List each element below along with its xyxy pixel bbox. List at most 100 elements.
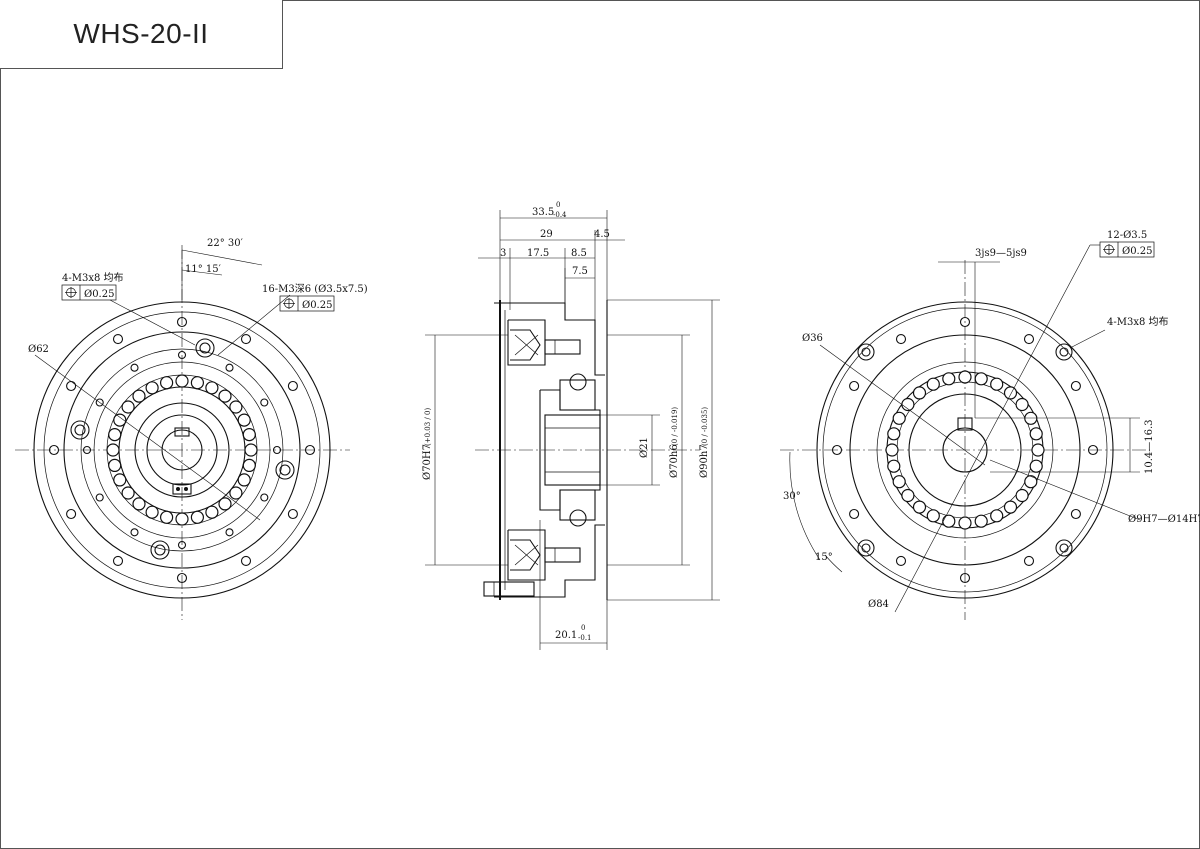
bolt-hole	[1070, 380, 1081, 392]
bearing-ball	[108, 458, 122, 472]
bearing-ball	[237, 413, 251, 427]
right-tol-1: Ø0.25	[1122, 246, 1152, 257]
right-rear-view: 3js9—5js9 12-Ø3.5 Ø0.25 4-M3x8 均布 Ø36 10…	[780, 230, 1200, 620]
dia-70h6: Ø70h6	[669, 444, 680, 478]
bolt-hole	[304, 444, 316, 456]
bearing-ball	[218, 497, 232, 511]
bearing-ball	[885, 443, 899, 457]
bolt-hole	[176, 572, 188, 584]
bearing-ball	[990, 509, 1004, 523]
left-angle-1: 22° 30′	[207, 238, 244, 249]
bolt-hole	[287, 380, 298, 392]
bearing-ball	[1015, 488, 1029, 503]
bolt-hole	[225, 363, 234, 372]
bearing-ball	[912, 386, 927, 400]
left-angle-2: 11° 15′	[185, 264, 222, 275]
dim-8-5: 8.5	[571, 248, 587, 259]
left-hole-note-2: 16-M3深6 (Ø3.5x7.5)	[262, 283, 368, 295]
bearing-ball	[926, 509, 940, 523]
bearing-ball	[160, 510, 174, 524]
bearing-ball	[1003, 386, 1018, 400]
bearing-ball	[132, 497, 146, 511]
bearing-ball	[242, 428, 256, 442]
bearing-ball	[121, 486, 135, 500]
bolt-hole	[66, 508, 77, 520]
bolt-hole	[66, 380, 77, 392]
bearing-ball	[121, 400, 135, 414]
bearing-ball	[113, 473, 127, 487]
bearing-ball	[108, 428, 122, 442]
bearing-ball	[942, 514, 956, 528]
bearing-ball	[205, 381, 219, 395]
bearing-ball	[145, 505, 159, 519]
right-dia-84: Ø84	[868, 599, 889, 610]
left-dia-62: Ø62	[28, 344, 49, 355]
bearing-ball	[242, 458, 256, 472]
dia-21: Ø21	[639, 437, 650, 458]
bolt-hole	[849, 380, 860, 392]
bolt-hole	[1023, 334, 1035, 345]
bolt-hole	[959, 316, 971, 328]
bolt-hole	[1023, 555, 1035, 566]
bearing-ball	[1029, 427, 1043, 441]
left-mid-holes	[82, 350, 282, 550]
left-front-view: 22° 30′ 11° 15′ 4-M3x8 均布 Ø0.25 16-M3深6 …	[15, 238, 368, 620]
bearing-ball	[175, 512, 189, 526]
bearing-ball	[190, 376, 204, 390]
right-dim-key: 10.4—16.3	[1144, 419, 1155, 474]
right-hole-note-1: 12-Ø3.5	[1107, 230, 1147, 241]
bearing-ball	[887, 459, 901, 473]
right-bore-note: Ø9H7—Ø14H7	[1128, 514, 1200, 525]
left-bearing-balls	[106, 374, 258, 526]
left-tol-2: Ø0.25	[302, 300, 332, 311]
dim-total: 33.5	[532, 207, 554, 218]
dia-70H7: Ø70H7	[422, 444, 433, 480]
left-outer-holes	[48, 316, 316, 584]
bolt-hole	[225, 528, 234, 537]
left-hole-note-1: 4-M3x8 均布	[62, 272, 124, 284]
right-fit-note: 3js9—5js9	[975, 248, 1027, 259]
bolt-hole	[240, 334, 252, 345]
dim-7-5: 7.5	[572, 266, 588, 277]
bearing-ball	[205, 505, 219, 519]
bearing-ball	[974, 372, 988, 386]
bolt-hole	[260, 398, 269, 407]
right-outer-holes	[831, 316, 1099, 584]
bearing-ball	[145, 381, 159, 395]
right-angle-30: 30°	[783, 491, 801, 502]
bearing-ball	[958, 370, 972, 384]
dia-70H7-tol: (+0.03 / 0)	[424, 408, 432, 446]
dim-bottom-tol-lo: -0.1	[578, 634, 592, 642]
bearing-ball	[926, 377, 940, 391]
bearing-ball	[1003, 500, 1018, 514]
bolt-hole	[112, 555, 124, 566]
bolt-hole	[112, 334, 124, 345]
dia-90h7: Ø90h7	[699, 444, 710, 478]
bearing-ball	[892, 475, 906, 489]
right-bearing-balls	[885, 370, 1045, 530]
bearing-ball	[974, 514, 988, 528]
bearing-ball	[912, 500, 927, 514]
bolt-hole	[1087, 444, 1099, 456]
bolt-hole	[895, 555, 907, 566]
bolt-hole	[959, 572, 971, 584]
bearing-ball	[892, 411, 906, 425]
dim-bottom-tol-up: 0	[581, 624, 585, 632]
bolt-hole	[130, 528, 139, 537]
bolt-hole	[95, 493, 104, 502]
bearing-ball	[132, 389, 146, 403]
bearing-ball	[160, 376, 174, 390]
bearing-ball	[958, 516, 972, 530]
bearing-ball	[901, 488, 915, 503]
bolt-hole	[48, 444, 60, 456]
bearing-ball	[175, 374, 189, 388]
title-box: WHS-20-II	[0, 0, 283, 69]
bearing-ball	[1031, 443, 1045, 457]
bolt-hole	[895, 334, 907, 345]
bearing-ball	[1015, 397, 1029, 412]
bolt-hole	[95, 398, 104, 407]
bearing-ball	[237, 473, 251, 487]
dim-total-tol-lo: -0.4	[553, 211, 567, 219]
bearing-ball	[229, 400, 243, 414]
dim-total-tol-up: 0	[556, 201, 560, 209]
